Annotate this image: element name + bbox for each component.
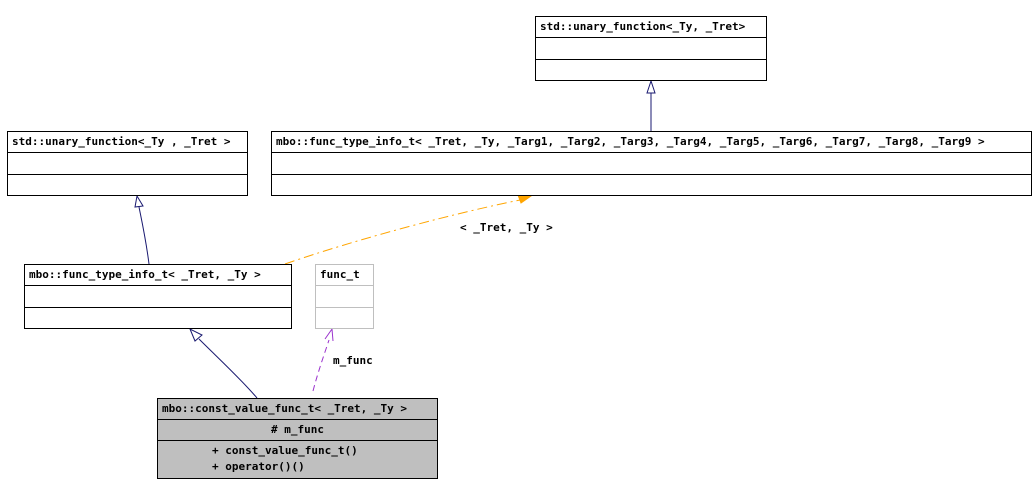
class-func-type-info-short[interactable]: mbo::func_type_info_t< _Tret, _Ty > — [24, 264, 292, 329]
operations-section — [272, 174, 1031, 195]
operations-section — [536, 59, 766, 80]
class-const-value-func[interactable]: mbo::const_value_func_t< _Tret, _Ty > # … — [157, 398, 438, 479]
attributes-section — [536, 37, 766, 59]
edge-template-instance — [284, 199, 521, 265]
operations-section — [25, 307, 291, 328]
operation-item: + const_value_func_t() — [212, 444, 358, 457]
edge-inherit-const-to-short — [198, 338, 258, 399]
attributes-section: # m_func — [158, 419, 437, 440]
class-title: func_t — [320, 268, 360, 281]
attributes-section — [25, 285, 291, 307]
operations-section — [8, 174, 247, 195]
edge-arrowhead — [189, 327, 203, 342]
edge-arrowhead — [517, 194, 533, 204]
operations-section: + const_value_func_t() + operator()() — [158, 440, 437, 475]
edge-inherit-short-to-left — [138, 206, 150, 265]
operations-section — [316, 307, 373, 328]
class-unary-function-top[interactable]: std::unary_function<_Ty, _Tret> — [535, 16, 767, 81]
operation-item: + operator()() — [212, 460, 305, 473]
attributes-section — [316, 285, 373, 307]
attribute-item: # m_func — [271, 423, 324, 436]
edge-arrowhead — [324, 327, 334, 342]
class-unary-function-left[interactable]: std::unary_function<_Ty , _Tret > — [7, 131, 248, 196]
class-title: mbo::const_value_func_t< _Tret, _Ty > — [162, 402, 408, 415]
attributes-section — [272, 152, 1031, 174]
edge-label-member: m_func — [333, 354, 373, 367]
class-title: mbo::func_type_info_t< _Tret, _Ty > — [29, 268, 261, 281]
attributes-section — [8, 152, 247, 174]
class-title: mbo::func_type_info_t< _Tret, _Ty, _Targ… — [276, 135, 985, 148]
edge-label-template-args: < _Tret, _Ty > — [460, 221, 553, 234]
class-title: std::unary_function<_Ty, _Tret> — [540, 20, 746, 33]
class-func-t[interactable]: func_t — [315, 264, 374, 329]
edge-arrowhead — [134, 194, 144, 208]
class-title: std::unary_function<_Ty , _Tret > — [12, 135, 231, 148]
edge-arrowhead — [646, 79, 656, 94]
edge-usage-m-func — [312, 339, 330, 392]
class-func-type-info-full[interactable]: mbo::func_type_info_t< _Tret, _Ty, _Targ… — [271, 131, 1032, 196]
